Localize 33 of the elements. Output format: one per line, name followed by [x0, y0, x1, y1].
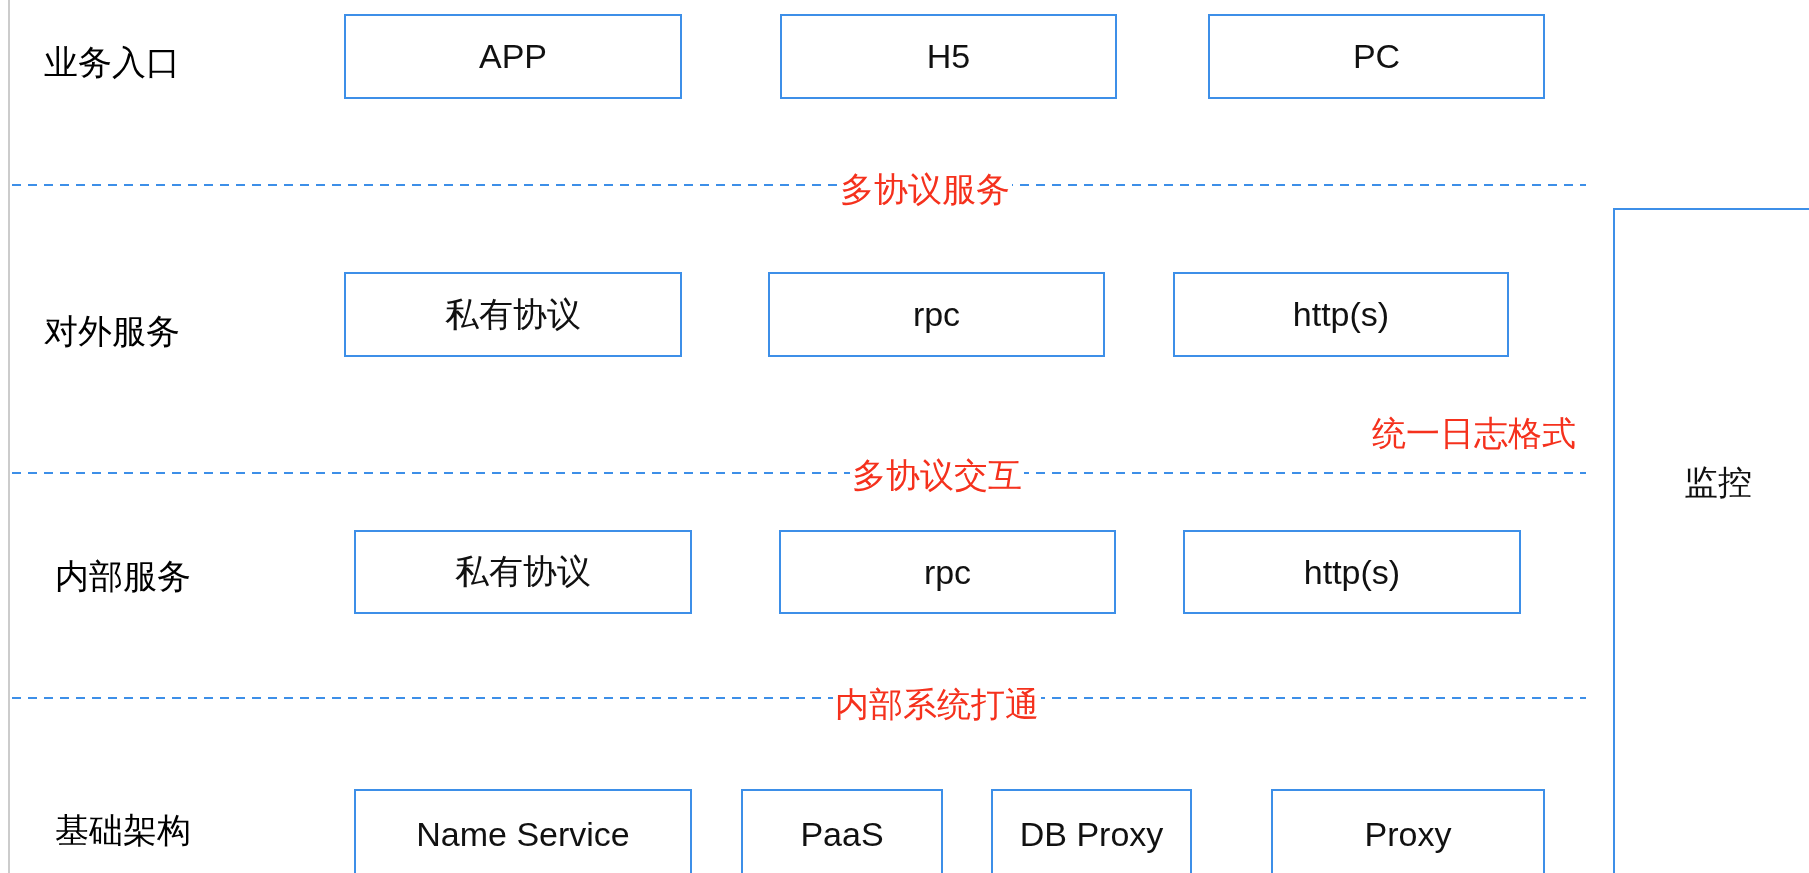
- layer-name: 基础架构: [55, 810, 191, 851]
- layer-box: [344, 14, 682, 99]
- layer-name: 业务入口: [44, 42, 180, 83]
- layer-box: [354, 789, 692, 873]
- layer-box: [780, 14, 1117, 99]
- box-label: DB Proxy: [1019, 814, 1164, 854]
- box-label: rpc: [912, 295, 961, 334]
- box-label: Name Service: [416, 814, 630, 854]
- layer-box: [1271, 789, 1545, 873]
- box-label: 监控: [1684, 462, 1752, 503]
- layer-box: [779, 530, 1116, 614]
- box-label: rpc: [923, 552, 972, 592]
- box-label: PC: [1352, 37, 1401, 76]
- layer-box: [1208, 14, 1545, 99]
- box-label: Proxy: [1364, 814, 1452, 854]
- box-label: http(s): [1303, 552, 1401, 592]
- layer-box: [1183, 530, 1521, 614]
- monitor-panel: [1613, 208, 1809, 873]
- layer-box: [768, 272, 1105, 357]
- box-label: APP: [478, 37, 547, 76]
- layer-name: 内部服务: [55, 556, 191, 597]
- box-label: 私有协议: [455, 551, 591, 592]
- box-label: H5: [926, 37, 971, 76]
- layer-box: [991, 789, 1192, 873]
- divider-label: 统一日志格式: [1371, 413, 1577, 454]
- layer-box: [344, 272, 682, 357]
- box-label: http(s): [1292, 295, 1390, 334]
- box-label: PaaS: [800, 814, 884, 854]
- box-label: 私有协议: [445, 293, 581, 335]
- layer-box: [354, 530, 692, 614]
- layer-box: [741, 789, 943, 873]
- layer-box: [1173, 272, 1509, 357]
- layer-name: 对外服务: [44, 311, 180, 352]
